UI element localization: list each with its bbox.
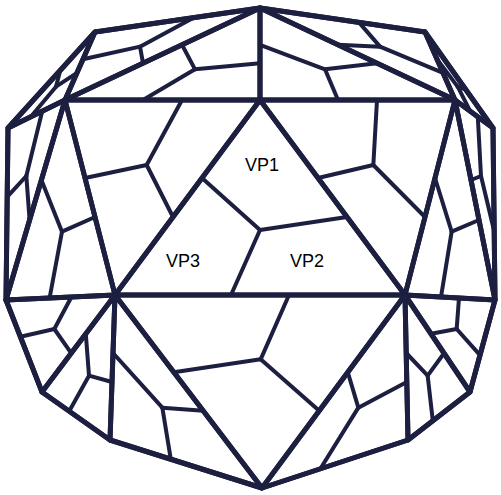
- subunit-line: [26, 111, 42, 176]
- face-edge: [262, 295, 408, 488]
- subunit-line: [147, 100, 182, 165]
- subunit-line: [318, 165, 373, 178]
- subunit-line: [174, 359, 261, 372]
- subunit-line: [261, 295, 289, 359]
- face-edge: [110, 295, 262, 488]
- face-edge: [65, 8, 260, 100]
- face-edge: [6, 100, 115, 300]
- subunit-line: [260, 45, 325, 70]
- face-edge: [405, 295, 495, 392]
- face-edges: [6, 8, 495, 488]
- subunit-line: [202, 178, 260, 230]
- subunit-line: [89, 376, 112, 382]
- subunit-line: [428, 353, 444, 375]
- subunit-line: [260, 217, 347, 230]
- subunit-line: [113, 353, 162, 408]
- subunit-line: [452, 220, 479, 232]
- face-edge: [405, 100, 495, 300]
- subunit-line: [41, 180, 62, 232]
- subunit-line: [428, 376, 433, 421]
- subunit-line: [54, 329, 71, 353]
- face-edge: [260, 100, 455, 295]
- subunit-line: [406, 353, 427, 376]
- subunit-line: [162, 408, 170, 460]
- subunit-line: [261, 359, 320, 410]
- subunit-line: [83, 47, 140, 60]
- subunit-line: [478, 117, 481, 176]
- subunit-line: [54, 297, 71, 329]
- subunit-line: [50, 232, 62, 298]
- subunit-line: [231, 230, 260, 295]
- face-edge: [8, 32, 95, 128]
- subunit-line: [182, 45, 195, 70]
- subunit-line: [69, 376, 89, 412]
- subunit-line: [373, 165, 425, 217]
- protein-label: VP2: [288, 252, 326, 272]
- face-edge: [405, 295, 470, 440]
- subunit-line: [435, 178, 452, 232]
- subunit-line: [348, 372, 359, 407]
- subunit-line: [325, 63, 377, 69]
- subunit-line: [162, 408, 203, 411]
- face-edge: [65, 100, 260, 295]
- face-edge: [260, 8, 455, 100]
- face-edge: [115, 295, 405, 488]
- face-edge: [115, 100, 405, 295]
- subunit-line: [143, 69, 195, 100]
- subunit-line: [147, 165, 173, 217]
- subunit-line: [373, 100, 377, 165]
- face-edge: [260, 8, 455, 100]
- subunit-line: [62, 217, 95, 232]
- subunit-line: [85, 165, 147, 178]
- subunit-line: [325, 69, 338, 100]
- face-edge: [6, 295, 115, 392]
- capsid-outline: [6, 8, 495, 488]
- subunit-line: [457, 298, 459, 329]
- subunit-line: [431, 329, 457, 334]
- subunit-line: [195, 63, 260, 69]
- face-edge: [42, 295, 115, 440]
- face-edge: [65, 8, 260, 100]
- subunit-line: [441, 232, 452, 297]
- protein-label: VP3: [164, 252, 202, 272]
- subunit-line: [86, 334, 89, 376]
- subunit-line: [7, 176, 26, 197]
- subunit-line: [457, 329, 480, 355]
- protein-label: VP1: [243, 156, 281, 176]
- subunit-line: [358, 382, 406, 408]
- subunit-line: [20, 329, 54, 337]
